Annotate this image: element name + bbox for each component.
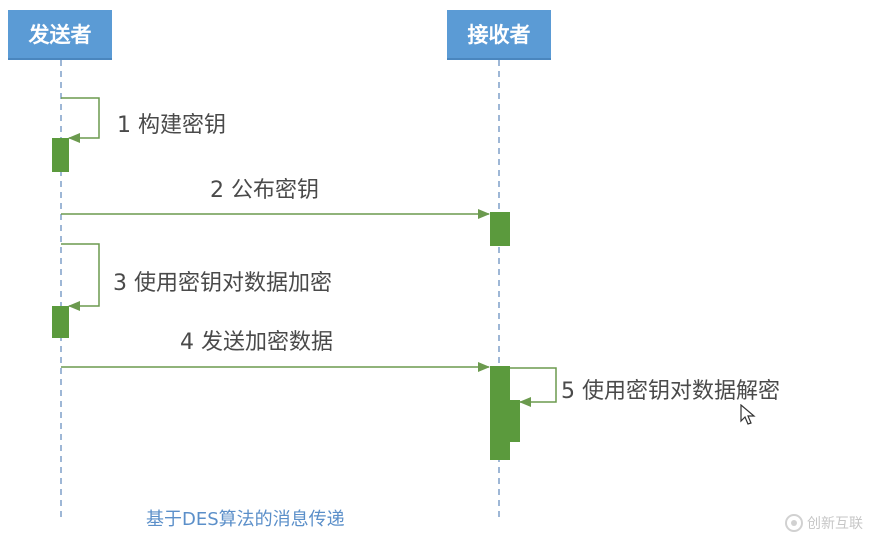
self-message-5-arrow: [510, 367, 557, 407]
message-5-label: 5 使用密钥对数据解密: [561, 379, 780, 404]
self-message-1-arrow: [61, 97, 100, 143]
receiver-activation-5: [510, 400, 520, 442]
message-1-label: 1 构建密钥: [117, 113, 226, 138]
message-2-label: 2 公布密钥: [210, 178, 319, 203]
receiver-actor: 接收者: [447, 10, 551, 60]
sender-actor: 发送者: [8, 10, 112, 60]
sender-activation-1: [52, 138, 69, 172]
self-message-3-arrow: [61, 243, 100, 311]
watermark-logo-icon: [785, 514, 803, 532]
watermark-text: 创新互联: [807, 516, 863, 532]
receiver-activation-2: [490, 212, 510, 246]
sender-activation-3: [52, 306, 69, 338]
diagram-caption: 基于DES算法的消息传递: [146, 509, 345, 530]
mouse-cursor-icon: [740, 404, 756, 425]
message-4-label: 4 发送加密数据: [180, 330, 333, 355]
message-3-label: 3 使用密钥对数据加密: [113, 271, 332, 296]
receiver-activation-4: [490, 366, 510, 460]
watermark: 创新互联: [785, 513, 863, 533]
